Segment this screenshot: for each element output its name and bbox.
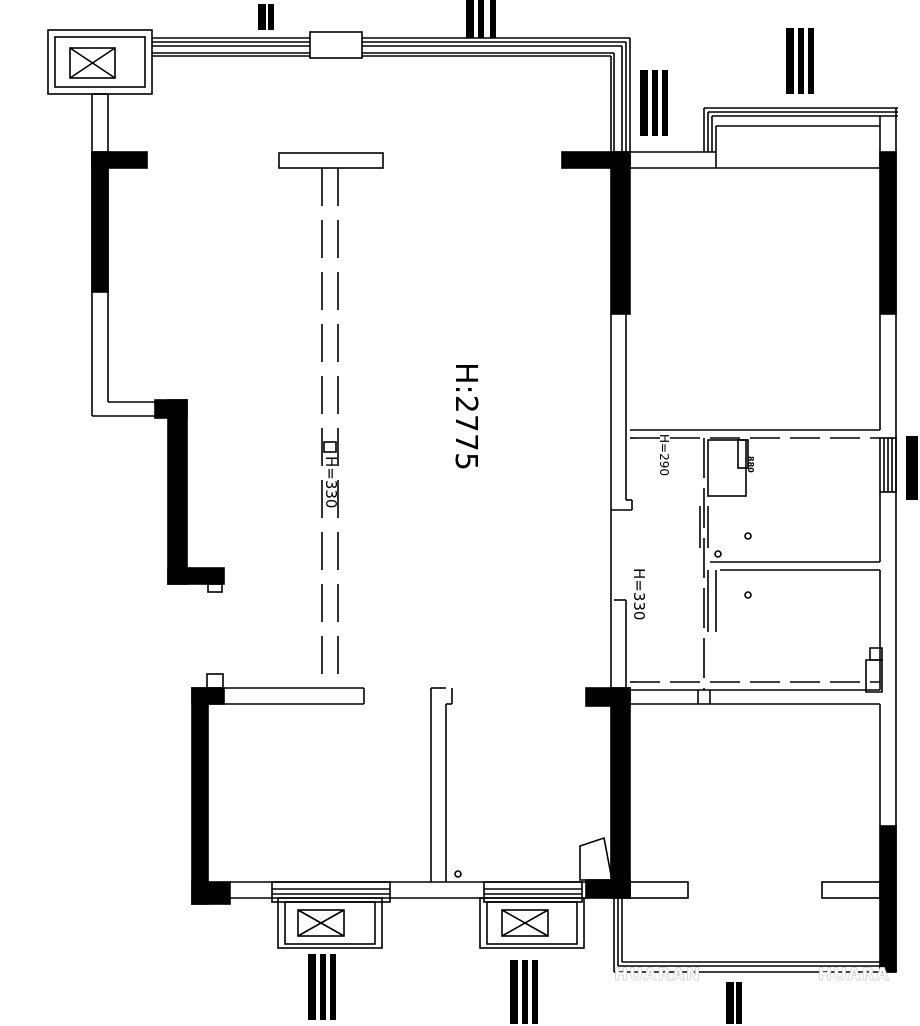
- ac-unit-bottom-middle: [479, 881, 585, 949]
- ceiling-height-label: H:2775: [448, 362, 483, 471]
- bathroom-walls: [630, 437, 897, 705]
- bedroom-bottom-right-walls: [613, 704, 897, 973]
- beam-label-corridor: H=290: [657, 434, 671, 476]
- ac-unit-top-left: [47, 29, 153, 95]
- ac-unit-bottom-left: [271, 881, 391, 949]
- ceiling-beam-living: [278, 152, 384, 688]
- fixture-mark: 880: [746, 456, 755, 473]
- bedroom-bottom-left-walls: [191, 673, 590, 905]
- central-structural-wall: [561, 151, 633, 899]
- top-exterior-wall: [152, 31, 631, 152]
- watermark-left: HUARAN: [614, 965, 701, 985]
- watermark-right: HUARA: [818, 965, 890, 985]
- beam-label-living: H=330: [322, 456, 340, 508]
- left-exterior-wall: [91, 94, 225, 593]
- beam-label-bathroom: H=330: [630, 568, 648, 620]
- bedroom-top-right-walls: [630, 107, 898, 972]
- dimension-annotation-marks: [258, 0, 918, 1024]
